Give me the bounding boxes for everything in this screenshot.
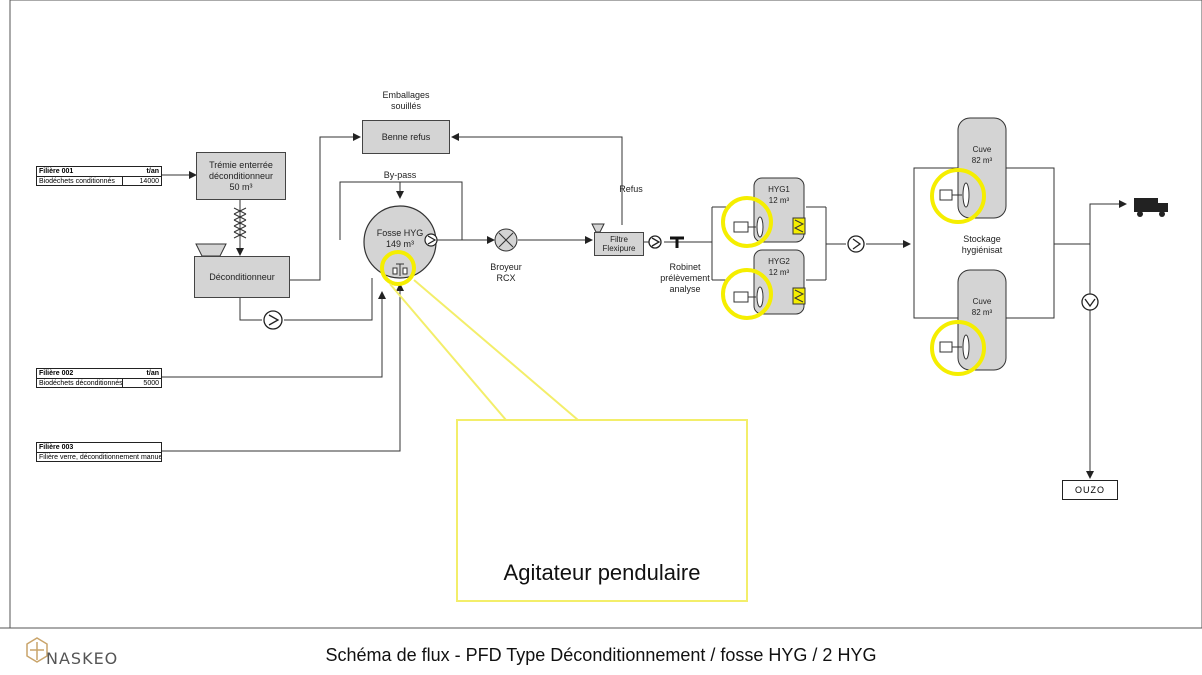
hyg2-line-2: 12 m³ bbox=[768, 268, 790, 277]
cuve-bottom-line-2: 82 m³ bbox=[971, 308, 993, 317]
truck-icon bbox=[1134, 198, 1168, 217]
bypass-label: By-pass bbox=[383, 170, 417, 180]
ouzo-label: OUZO bbox=[1075, 485, 1105, 495]
tremie-box: Trémie enterrée déconditionneur 50 m³ bbox=[196, 152, 286, 200]
emballages-line-1: Emballages bbox=[382, 90, 430, 100]
stockage-label: Stockage hygiénisat bbox=[950, 234, 1014, 256]
screw-conveyor-icon bbox=[233, 207, 247, 239]
callout-connector bbox=[389, 279, 579, 421]
tremie-label-3: 50 m³ bbox=[229, 181, 253, 192]
naskeo-logo-icon bbox=[26, 637, 48, 663]
hyg2-tank bbox=[753, 249, 805, 315]
feed-name: Filière 001 bbox=[39, 168, 74, 175]
feed-name: Filière 003 bbox=[39, 444, 74, 451]
heater-icon bbox=[792, 217, 806, 305]
benne-box: Benne refus bbox=[362, 120, 450, 154]
broyeur-label: Broyeur RCX bbox=[486, 262, 526, 284]
robinet-line-2: prélèvement bbox=[660, 273, 710, 283]
fosse-line-1: Fosse HYG bbox=[376, 228, 424, 238]
hyg2-line-1: HYG2 bbox=[768, 257, 790, 266]
cuve-bottom-line-1: Cuve bbox=[972, 297, 992, 306]
fosse-line-2: 149 m³ bbox=[385, 239, 414, 249]
pump-icon bbox=[648, 235, 662, 249]
hyg1-line-1: HYG1 bbox=[768, 185, 790, 194]
robinet-line-3: analyse bbox=[669, 284, 701, 294]
stockage-line-2: hygiénisat bbox=[961, 245, 1003, 255]
robinet-label: Robinet prélèvement analyse bbox=[652, 262, 718, 295]
hyg2-label: HYG2 12 m³ bbox=[758, 256, 800, 278]
footer-title: Schéma de flux - PFD Type Déconditionnem… bbox=[325, 645, 877, 665]
pump-icon bbox=[263, 310, 283, 330]
hyg1-tank bbox=[753, 177, 805, 243]
callout-caption: Agitateur pendulaire bbox=[503, 560, 701, 585]
feed-name: Filière 002 bbox=[39, 370, 74, 377]
filtre-line-2: Flexipure bbox=[602, 244, 636, 253]
feed-unit: t/an bbox=[146, 370, 159, 377]
pump-icon bbox=[1081, 293, 1099, 311]
broyeur-line-2: RCX bbox=[496, 273, 516, 283]
filtre-box: Filtre Flexipure bbox=[594, 232, 644, 256]
tremie-label-1: Trémie enterrée bbox=[209, 159, 273, 170]
deconditionneur-label: Déconditionneur bbox=[209, 271, 275, 282]
feed-desc: Filière verre, déconditionnement manuel bbox=[39, 454, 161, 461]
agitator-callout: Agitateur pendulaire bbox=[456, 419, 748, 602]
broyeur-icon bbox=[494, 228, 518, 252]
cuve-bottom-label: Cuve 82 m³ bbox=[962, 296, 1002, 318]
fosse-label: Fosse HYG 149 m³ bbox=[364, 228, 436, 250]
feed-unit: t/an bbox=[146, 168, 159, 175]
feed-desc: Biodéchets déconditionnés bbox=[39, 380, 122, 387]
feed-box-002: Filière 002 t/an Biodéchets déconditionné… bbox=[36, 368, 162, 388]
naskeo-logo-text: NASKEO bbox=[46, 649, 119, 668]
feed-value: 14000 bbox=[122, 177, 161, 186]
hyg1-line-2: 12 m³ bbox=[768, 196, 790, 205]
emballages-line-2: souillés bbox=[390, 101, 421, 111]
agitator-icon bbox=[392, 263, 408, 276]
benne-label: Benne refus bbox=[381, 131, 431, 142]
filtre-line-1: Filtre bbox=[610, 235, 628, 244]
feed-box-003: Filière 003 Filière verre, déconditionne… bbox=[36, 442, 162, 462]
stockage-line-1: Stockage bbox=[963, 234, 1001, 244]
cuve-top-label: Cuve 82 m³ bbox=[962, 144, 1002, 166]
emballages-label: Emballages souillés bbox=[368, 90, 444, 112]
refus-label: Refus bbox=[619, 184, 643, 194]
cuve-top-line-1: Cuve bbox=[972, 145, 992, 154]
feed-desc: Biodéchets conditionnés bbox=[39, 178, 115, 185]
feed-value: 5000 bbox=[122, 379, 161, 388]
tremie-label-2: déconditionneur bbox=[208, 170, 274, 181]
ouzo-box: OUZO bbox=[1062, 480, 1118, 500]
highlight-circles bbox=[380, 168, 986, 376]
deconditionneur-box: Déconditionneur bbox=[194, 256, 290, 298]
broyeur-line-1: Broyeur bbox=[490, 262, 522, 272]
hopper-icon bbox=[195, 243, 227, 257]
pump-icon bbox=[847, 235, 865, 253]
cuve-top-line-2: 82 m³ bbox=[971, 156, 993, 165]
valve-icon bbox=[670, 236, 684, 248]
hyg1-label: HYG1 12 m³ bbox=[758, 184, 800, 206]
feed-box-001: Filière 001 t/an Biodéchets conditionnés 1… bbox=[36, 166, 162, 186]
robinet-line-1: Robinet bbox=[669, 262, 701, 272]
